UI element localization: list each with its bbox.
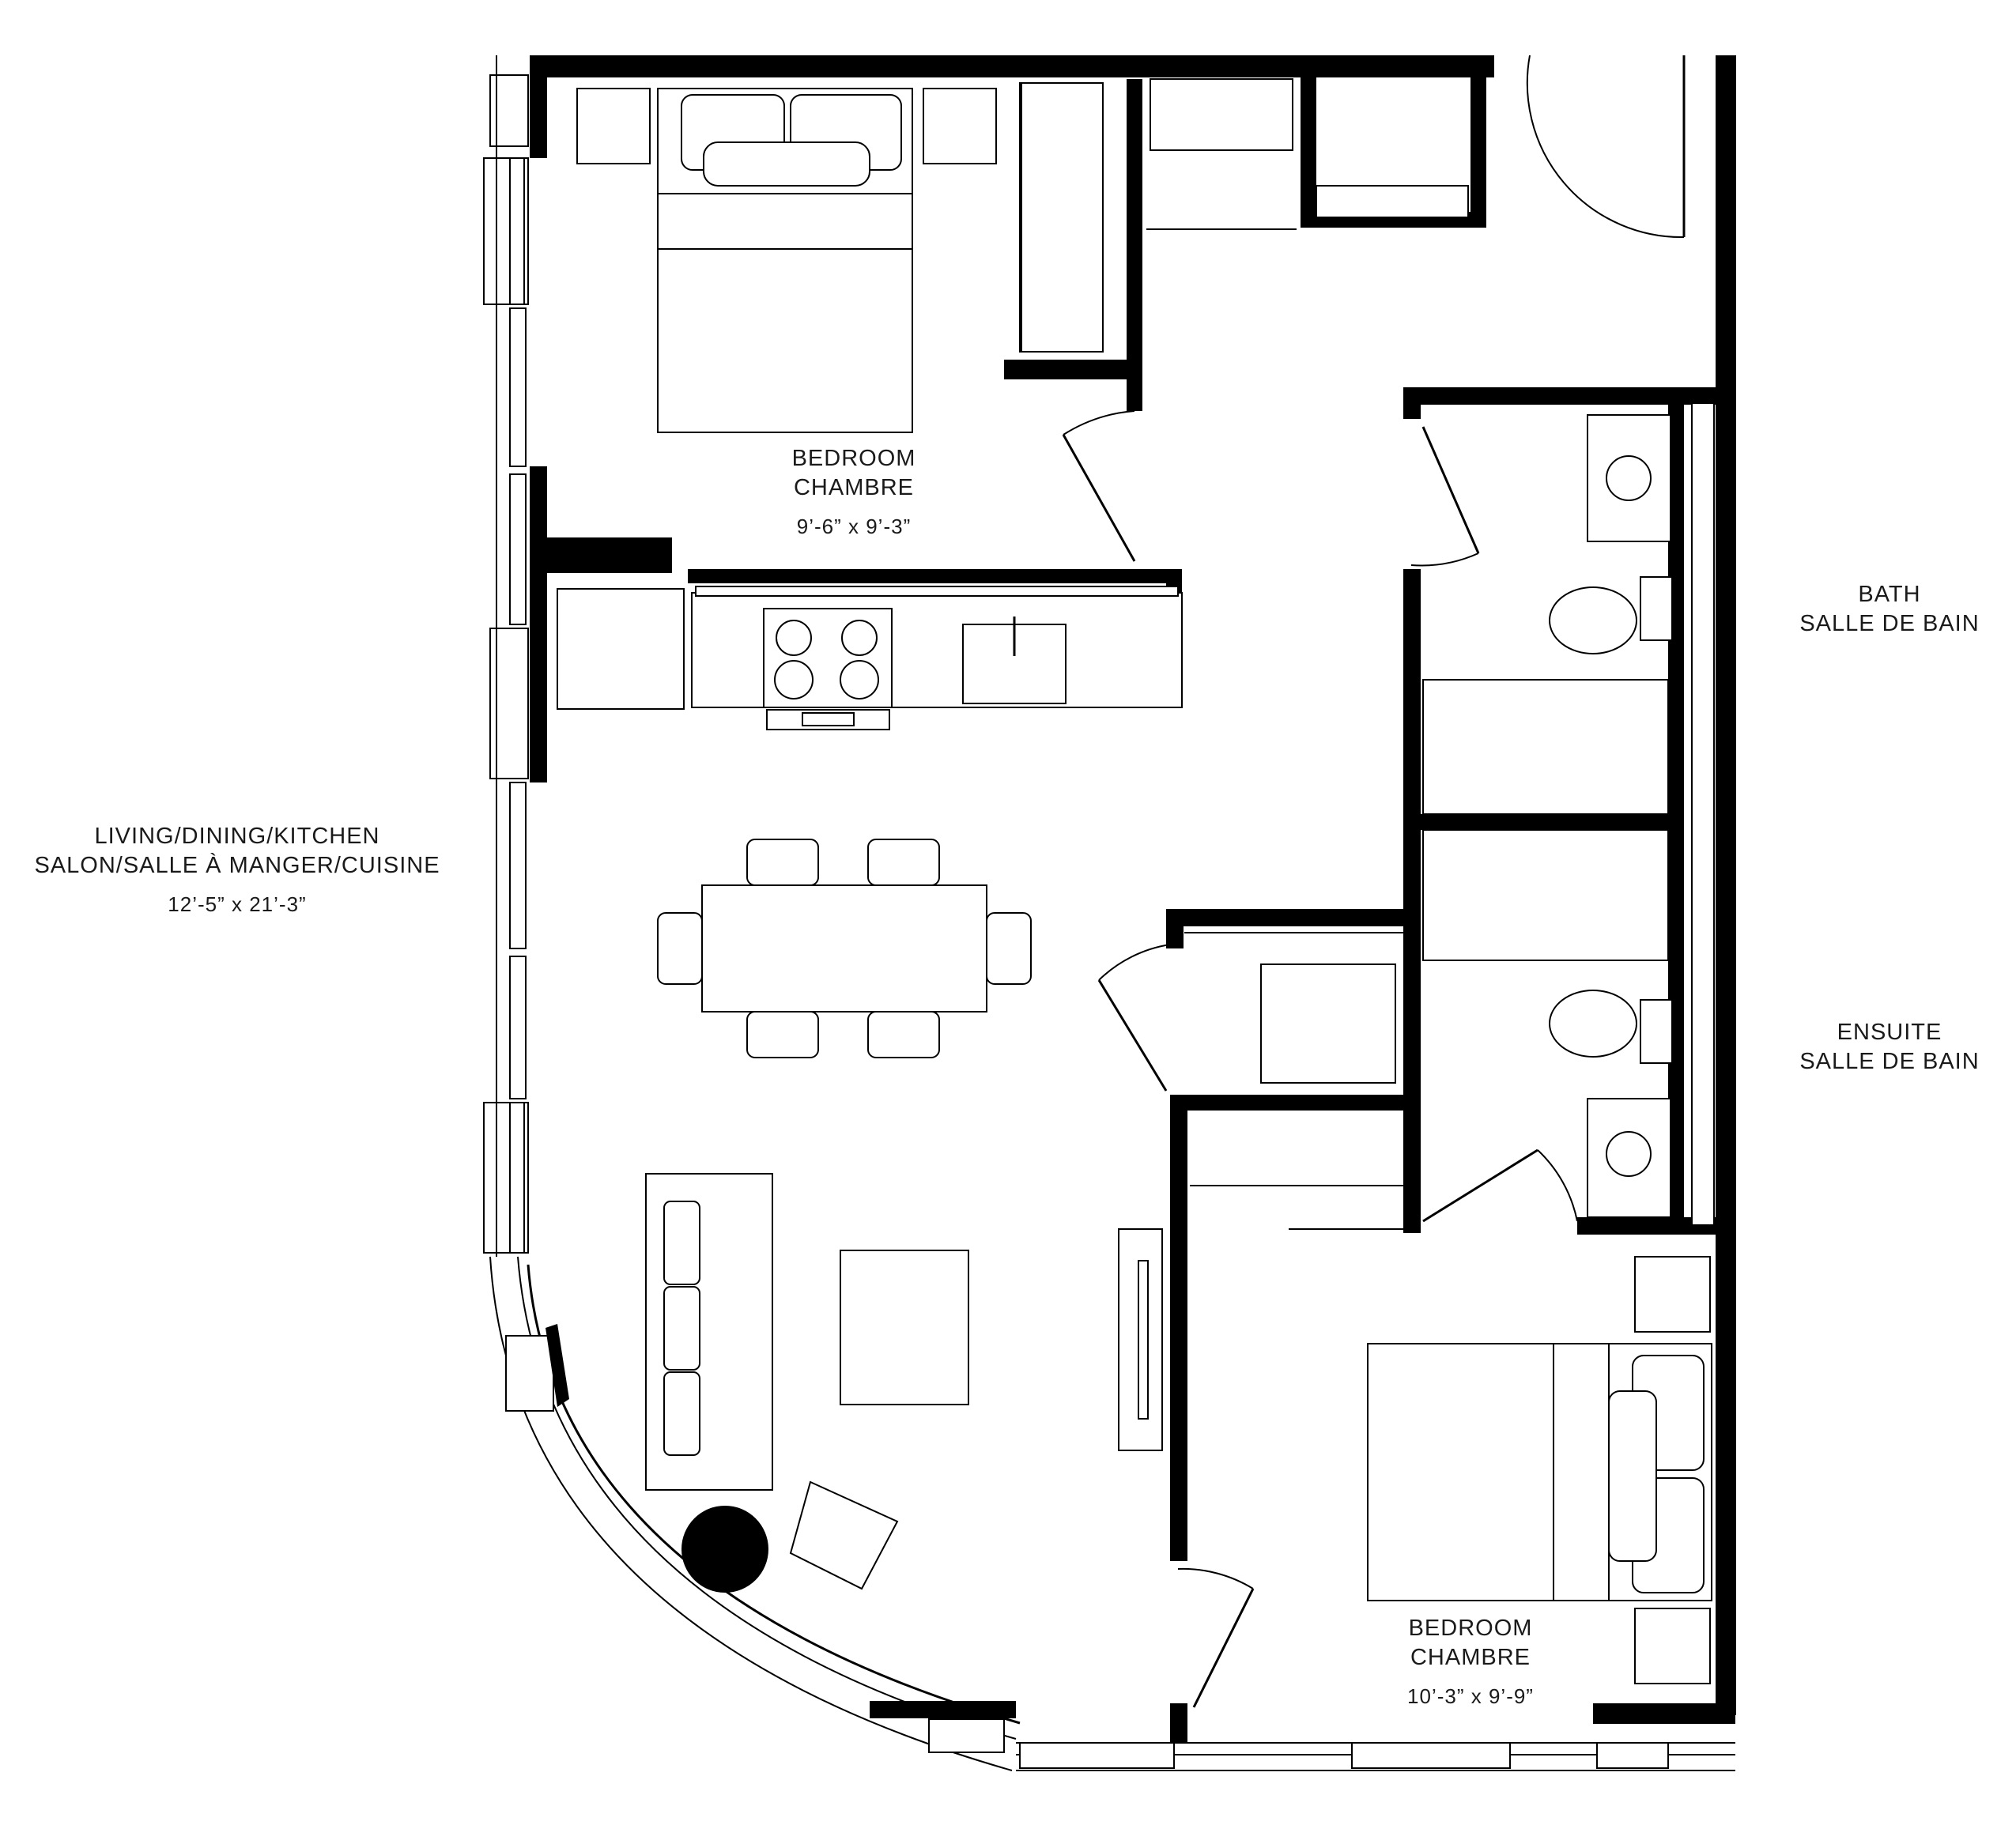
living-name-fr: SALON/SALLE À MANGER/CUISINE bbox=[34, 853, 440, 879]
laundry bbox=[1184, 932, 1403, 1084]
side-table bbox=[681, 1506, 768, 1593]
bedroom-2-label: BEDROOM CHAMBRE 10’-3” x 9’-9” bbox=[1344, 1614, 1597, 1710]
exterior-walls bbox=[530, 55, 1736, 1724]
bottom-window-wall bbox=[1016, 1742, 1735, 1771]
bath-name-en: BATH bbox=[1858, 582, 1921, 607]
bedroom-2-furniture bbox=[1367, 1256, 1712, 1684]
living-dimensions: 12’-5” x 21’-3” bbox=[168, 892, 307, 917]
living-furniture bbox=[645, 1173, 1163, 1593]
bedroom-1-name-fr: CHAMBRE bbox=[793, 475, 914, 501]
ensuite-name-fr: SALLE DE BAIN bbox=[1799, 1049, 1980, 1075]
bedroom-2-name-fr: CHAMBRE bbox=[1410, 1645, 1531, 1671]
living-label: LIVING/DINING/KITCHEN SALON/SALLE À MANG… bbox=[16, 822, 459, 918]
bedroom-1-dimensions: 9’-6” x 9’-3” bbox=[796, 515, 912, 539]
kitchen bbox=[557, 586, 1183, 730]
dining-set bbox=[657, 839, 1032, 1058]
curved-window-wall bbox=[489, 1256, 1021, 1771]
bedroom-1-furniture bbox=[576, 78, 1469, 433]
living-name-en: LIVING/DINING/KITCHEN bbox=[94, 824, 380, 849]
bedroom-2-name-en: BEDROOM bbox=[1408, 1616, 1533, 1641]
bath-fixtures bbox=[1422, 402, 1715, 1226]
bedroom-1-label: BEDROOM CHAMBRE 9’-6” x 9’-3” bbox=[727, 444, 980, 540]
bath-name-fr: SALLE DE BAIN bbox=[1799, 611, 1980, 637]
bedroom-2-dimensions: 10’-3” x 9’-9” bbox=[1407, 1684, 1534, 1709]
ensuite-label: ENSUITE SALLE DE BAIN bbox=[1771, 1018, 2008, 1077]
left-window-wall bbox=[483, 55, 529, 1257]
doors bbox=[1062, 55, 1686, 1708]
bedroom-1-name-en: BEDROOM bbox=[791, 446, 916, 471]
bath-label: BATH SALLE DE BAIN bbox=[1771, 580, 2008, 639]
ensuite-name-en: ENSUITE bbox=[1837, 1020, 1942, 1045]
